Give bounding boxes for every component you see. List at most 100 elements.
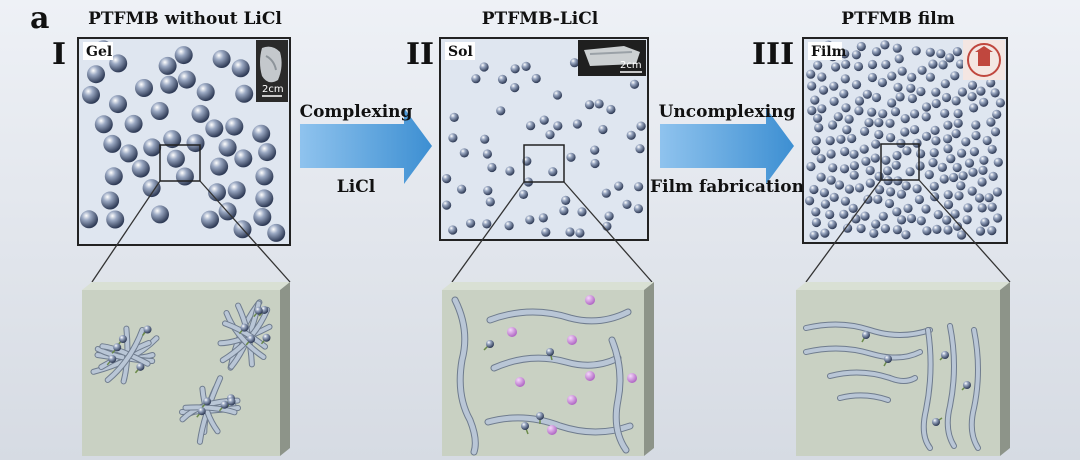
particle: [614, 181, 624, 191]
particle: [978, 165, 988, 175]
particle: [829, 96, 839, 106]
particle: [933, 210, 943, 220]
particle: [225, 117, 244, 136]
particle: [900, 114, 910, 124]
particle: [929, 148, 939, 158]
particle: [874, 118, 884, 128]
particle: [870, 153, 880, 163]
particle: [442, 200, 452, 210]
particle: [881, 59, 891, 70]
particle: [253, 208, 272, 226]
panel-2-polymer-chains: [451, 295, 637, 456]
particle: [990, 127, 1001, 137]
particle: [814, 123, 824, 133]
particle: [258, 143, 277, 162]
particle: [174, 46, 193, 65]
panel-3-label-bg: [808, 42, 842, 60]
particle: [901, 230, 911, 240]
arrow-2-top-label: Uncomplexing: [659, 102, 796, 122]
particle: [957, 87, 968, 97]
particle: [208, 183, 226, 202]
particle: [106, 210, 125, 229]
particle: [854, 96, 865, 106]
particle: [917, 65, 927, 75]
particle: [235, 84, 254, 103]
particle: [466, 218, 476, 228]
particle: [539, 115, 549, 125]
particle: [806, 161, 816, 172]
particle: [833, 112, 843, 122]
panel-1-zoom-region: [159, 144, 201, 182]
particle: [811, 207, 821, 217]
panel-3-numeral: III: [752, 37, 794, 72]
particle: [448, 225, 458, 235]
side-group-head: [143, 325, 152, 334]
particle: [854, 183, 865, 193]
particle: [109, 95, 127, 114]
particle: [956, 59, 966, 69]
particle: [880, 224, 891, 234]
particle: [967, 92, 977, 102]
particle: [967, 80, 978, 90]
particle: [886, 133, 896, 143]
particle: [151, 205, 169, 224]
side-group-head: [546, 348, 554, 356]
particle: [881, 155, 891, 165]
particle: [949, 172, 959, 183]
particle: [196, 83, 215, 102]
particle: [957, 148, 967, 158]
particle: [943, 225, 953, 235]
particle: [874, 129, 884, 140]
particle: [629, 79, 640, 89]
particle: [943, 134, 953, 144]
particle: [864, 118, 874, 128]
side-group-head: [963, 381, 971, 389]
particle: [907, 93, 918, 104]
panel-2-state-label: Sol: [448, 44, 473, 60]
particle: [969, 147, 980, 157]
particle: [849, 149, 859, 159]
particle: [548, 167, 558, 177]
particle: [885, 118, 895, 128]
li-ion: [547, 425, 557, 435]
particle: [992, 109, 1002, 119]
side-group-head: [521, 422, 529, 430]
particle: [820, 199, 831, 209]
particle: [943, 200, 954, 210]
particle: [865, 178, 875, 188]
particle: [914, 194, 925, 205]
particle: [942, 215, 952, 225]
particle: [849, 170, 859, 180]
particle: [829, 192, 839, 202]
particle: [849, 161, 860, 171]
particle: [988, 171, 998, 181]
particle: [622, 199, 632, 209]
particle: [807, 106, 817, 116]
side-group-head: [113, 343, 122, 352]
particle: [980, 217, 990, 227]
particle: [255, 189, 274, 208]
particle: [916, 216, 926, 226]
particle: [234, 149, 253, 168]
particle: [826, 175, 836, 185]
particle: [635, 144, 645, 154]
particle: [212, 50, 231, 68]
particle: [916, 149, 926, 159]
particle: [906, 213, 917, 224]
polymer-chain: [100, 344, 150, 366]
particle: [839, 164, 850, 174]
particle: [878, 109, 888, 119]
particle: [971, 130, 981, 141]
particle: [109, 54, 128, 73]
particle: [820, 228, 830, 238]
side-group-head: [262, 333, 271, 342]
particle: [932, 224, 942, 234]
panel-1-title: PTFMB without LiCl: [88, 9, 282, 29]
side-group-head: [240, 323, 249, 332]
polymer-chain: [804, 346, 922, 360]
particle: [931, 98, 941, 109]
particle: [928, 158, 938, 168]
particle: [205, 119, 224, 138]
particle: [487, 162, 497, 173]
